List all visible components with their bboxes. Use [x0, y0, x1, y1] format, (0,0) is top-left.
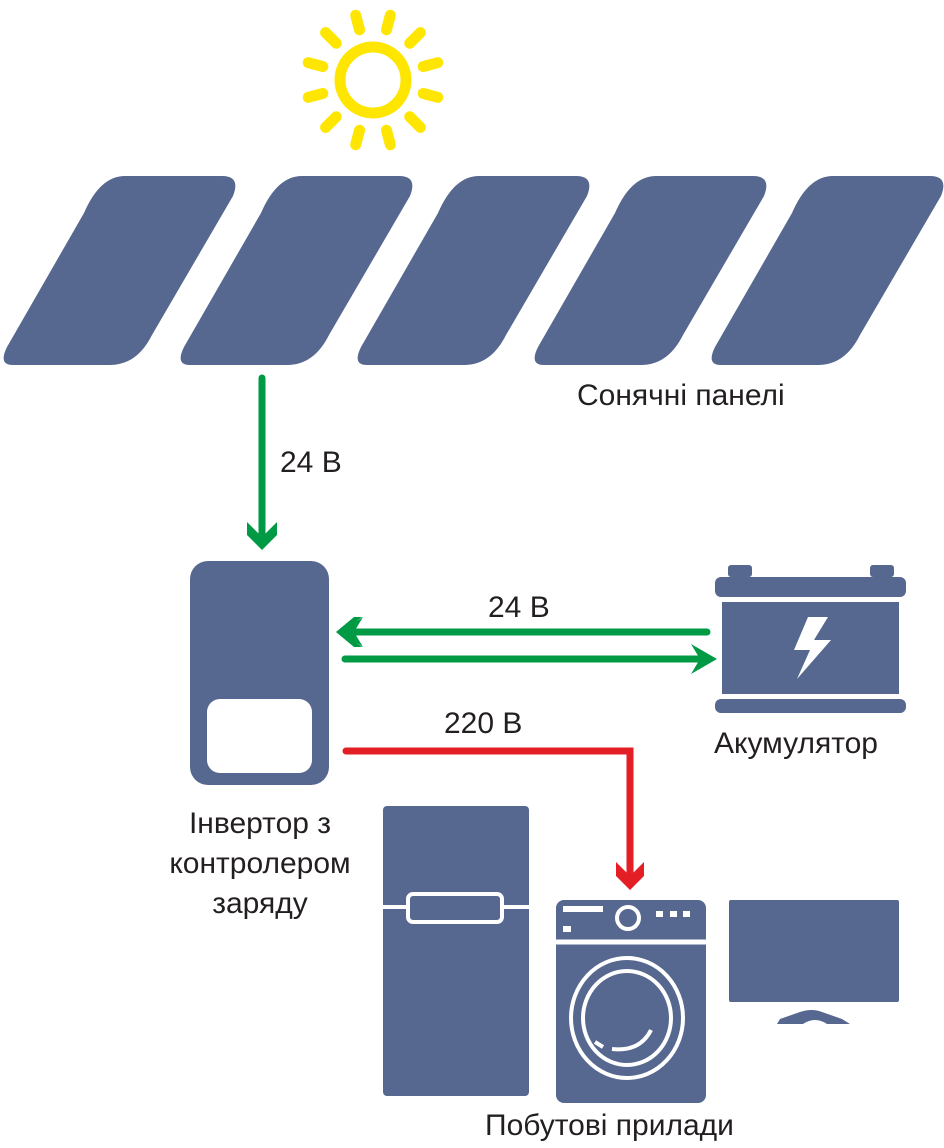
inverter-icon[interactable]	[190, 561, 329, 785]
solar-panel-icon	[357, 176, 590, 365]
sun-ray	[417, 57, 444, 73]
refrigerator-icon	[383, 806, 529, 1096]
voltage-label-panels: 24 В	[280, 446, 342, 479]
lightning-bolt-icon	[794, 617, 831, 679]
sun-ray	[417, 87, 444, 103]
battery-icon	[715, 565, 906, 713]
inverter-label-line-1: Інвертор з	[188, 807, 332, 840]
appliances-label: Побутові прилади	[485, 1109, 734, 1142]
solar-panels	[3, 176, 944, 365]
tv-icon	[729, 900, 899, 1024]
arrow-panels-to-inverter	[247, 374, 277, 550]
sun-ray	[302, 87, 329, 103]
sun-icon	[302, 9, 444, 151]
sun-ray	[380, 9, 396, 36]
sun-ray	[350, 124, 366, 151]
battery-label: Акумулятор	[714, 727, 878, 760]
sun-ray	[302, 57, 329, 73]
sun-ray	[380, 124, 396, 151]
arrow-inverter-to-appliances	[342, 747, 644, 890]
solar-panel-icon	[3, 176, 236, 365]
sun-ray	[350, 9, 366, 36]
inverter-label: Інвертор з контролером заряду	[140, 804, 380, 924]
solar-panel-icon	[534, 176, 767, 365]
arrow-battery-to-inverter	[336, 617, 711, 647]
voltage-label-battery: 24 В	[488, 591, 550, 624]
inverter-label-line-2: контролером	[169, 847, 351, 880]
inverter-label-line-3: заряду	[212, 887, 308, 920]
solar-panels-label: Сонячні панелі	[577, 379, 785, 412]
washing-machine-icon	[556, 900, 706, 1103]
sun-ray	[404, 111, 426, 133]
solar-panel-icon	[180, 176, 413, 365]
solar-panel-icon	[711, 176, 944, 365]
sun-ray	[320, 111, 342, 133]
sun-ray	[404, 27, 426, 49]
sun-ray	[320, 27, 342, 49]
arrow-inverter-to-battery	[341, 644, 717, 674]
voltage-label-appliances: 220 В	[444, 707, 523, 740]
